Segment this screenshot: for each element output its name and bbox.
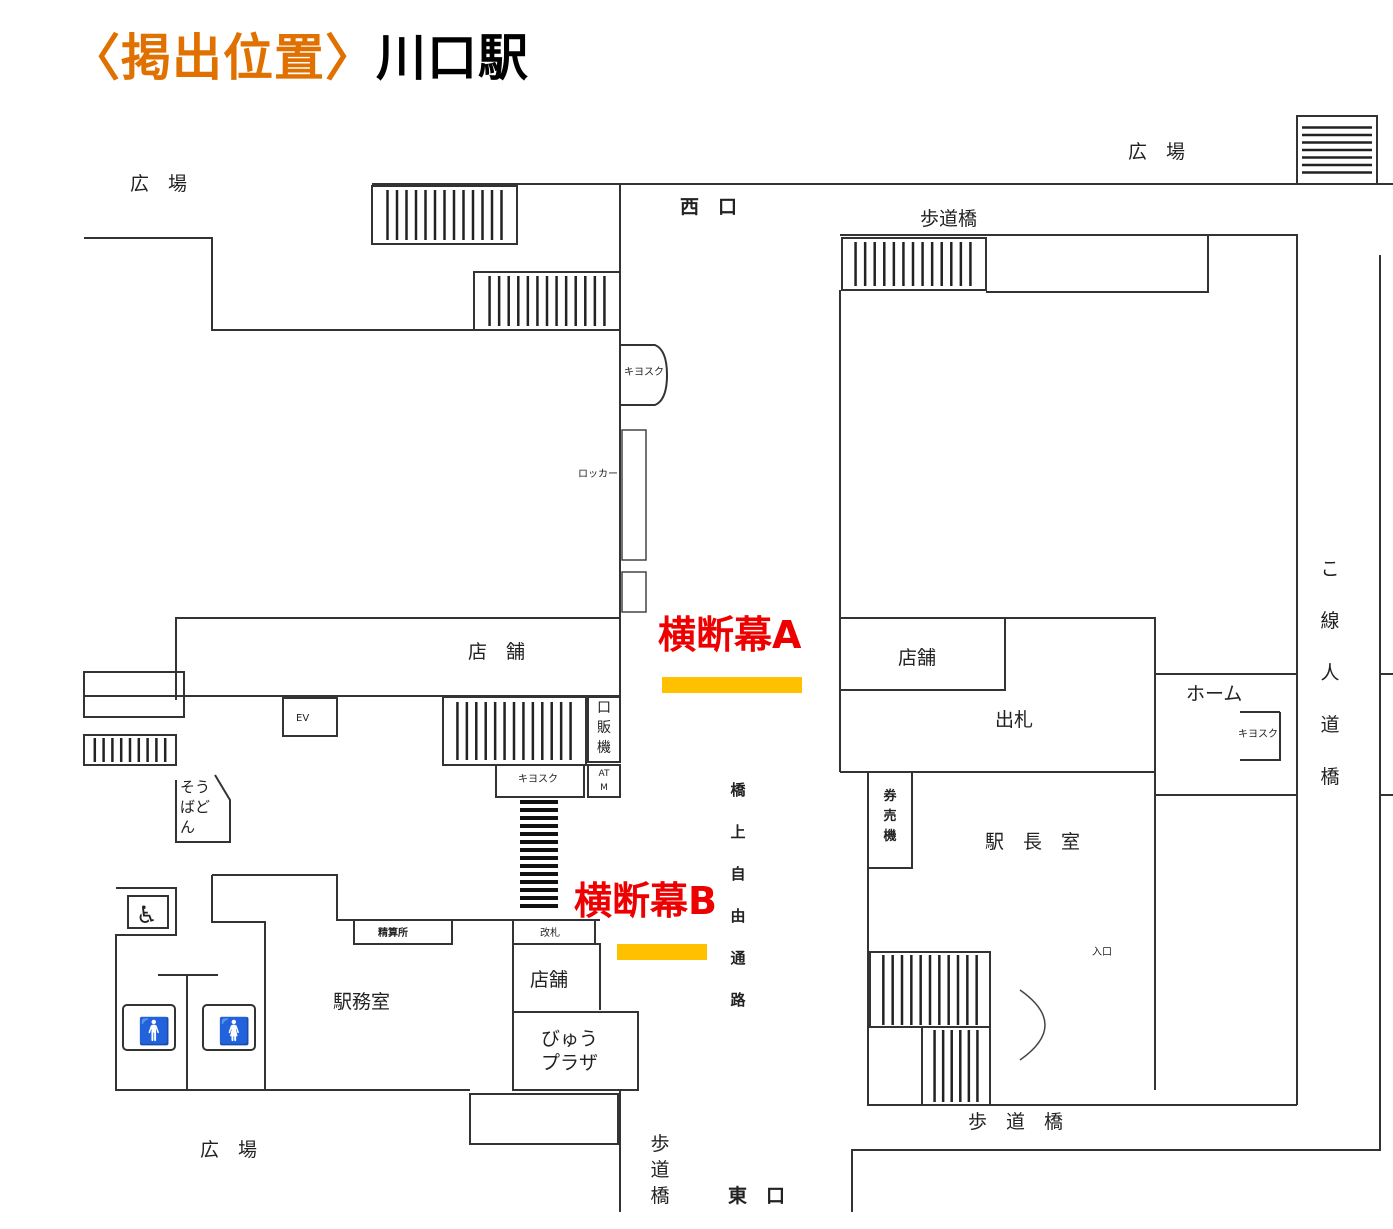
line-bridge-char: 人 xyxy=(1320,662,1339,684)
soba-shop-char: ばど xyxy=(180,798,210,816)
locker-label: ロッカー xyxy=(578,468,618,480)
line-bridge-char: 道 xyxy=(1320,714,1339,736)
kiosk-right: キヨスク xyxy=(1238,728,1278,740)
gate-label: 改札 xyxy=(540,926,560,939)
ev-label: EV xyxy=(296,713,309,724)
atm-char: AT xyxy=(599,769,610,779)
stairs xyxy=(83,115,1378,1145)
banner-b-label: 横断幕B xyxy=(574,879,717,923)
line-bridge-char: 線 xyxy=(1320,610,1339,632)
walls xyxy=(84,183,1393,1212)
woman-glyph: 🚺 xyxy=(218,1016,250,1047)
free-passage-char: 橋 xyxy=(730,781,746,799)
kiosk-mid: キヨスク xyxy=(518,773,558,785)
plaza-shop-1: びゅう xyxy=(541,1028,598,1050)
plaza-shop-2: プラザ xyxy=(541,1052,598,1074)
plaza-top-right: 広 場 xyxy=(1128,141,1185,163)
shop-bottom: 店舗 xyxy=(530,969,568,991)
banner-b-bar xyxy=(617,944,707,960)
plaza-top-left: 広 場 xyxy=(130,173,187,195)
home-label: ホーム xyxy=(1186,683,1242,705)
ticket-machine-char: 売 xyxy=(883,808,896,824)
elevator-box xyxy=(282,697,338,737)
stair-tread xyxy=(520,896,558,900)
ticket-machine-char: 券 xyxy=(882,788,897,804)
womens-toilet-icon xyxy=(202,1004,256,1051)
man-glyph: 🚹 xyxy=(138,1016,170,1047)
wheelchair-glyph: ♿ xyxy=(136,901,158,929)
footbridge-east-char: 道 xyxy=(650,1159,669,1181)
footbridge-bottom: 歩 道 橋 xyxy=(968,1111,1063,1133)
stair-tread xyxy=(520,816,558,820)
stair-tread xyxy=(520,872,558,876)
free-passage-char: 通 xyxy=(730,949,745,967)
atm-char: M xyxy=(600,783,608,793)
banner-a-bar xyxy=(662,677,802,693)
shop-left: 店 舗 xyxy=(468,641,525,663)
kiosk-top: キヨスク xyxy=(624,366,664,378)
direction-arrow-icon xyxy=(1019,989,1046,1061)
free-passage-char: 路 xyxy=(730,991,746,1009)
fare-adjust: 精算所 xyxy=(378,926,408,939)
soba-shop-char: ん xyxy=(180,818,195,836)
wheelchair-icon xyxy=(127,895,169,929)
footbridge-top: 歩道橋 xyxy=(920,208,977,230)
page-title: 〈掲出位置〉川口駅 xyxy=(70,18,529,90)
stair-tread xyxy=(520,856,558,860)
ticket-office: 出札 xyxy=(995,709,1033,731)
station-master-room: 駅 長 室 xyxy=(985,831,1080,853)
vending-machine-char: 機 xyxy=(597,740,611,756)
stair-tread xyxy=(520,832,558,836)
banners: 横断幕A 横断幕B xyxy=(574,613,802,960)
free-passage-char: 上 xyxy=(730,823,745,841)
free-passage-char: 自 xyxy=(730,865,745,883)
west-exit: 西 口 xyxy=(680,196,737,218)
stair-tread xyxy=(520,808,558,812)
title-prefix: 〈掲出位置〉 xyxy=(70,29,376,87)
stair-tread xyxy=(520,880,558,884)
stair-tread xyxy=(520,848,558,852)
entrance-label: 入口 xyxy=(1092,947,1112,958)
soba-shop-char: そう xyxy=(180,778,210,796)
stair-tread xyxy=(520,840,558,844)
station-name: 川口駅 xyxy=(376,29,529,87)
footbridge-east-char: 橋 xyxy=(650,1185,669,1207)
stair-tread xyxy=(520,800,558,804)
line-bridge-char: 橋 xyxy=(1320,766,1339,788)
east-exit: 東 口 xyxy=(728,1184,785,1207)
ticket-machine-char: 機 xyxy=(883,828,896,844)
free-passage-char: 由 xyxy=(730,907,745,925)
station-office: 駅務室 xyxy=(333,991,390,1013)
stair-tread xyxy=(520,888,558,892)
shop-right: 店舗 xyxy=(898,647,936,669)
stair-tread xyxy=(520,864,558,868)
banner-a-label: 横断幕A xyxy=(658,613,802,657)
footbridge-east-char: 歩 xyxy=(650,1133,669,1155)
vending-machine-char: 販 xyxy=(597,720,611,736)
vending-machine-char: 口 xyxy=(597,700,611,716)
stair-tread xyxy=(520,904,558,908)
stair-tread xyxy=(520,824,558,828)
line-bridge-char: こ xyxy=(1320,558,1339,580)
plaza-bottom: 広 場 xyxy=(200,1139,257,1161)
mens-toilet-icon xyxy=(122,1004,176,1051)
